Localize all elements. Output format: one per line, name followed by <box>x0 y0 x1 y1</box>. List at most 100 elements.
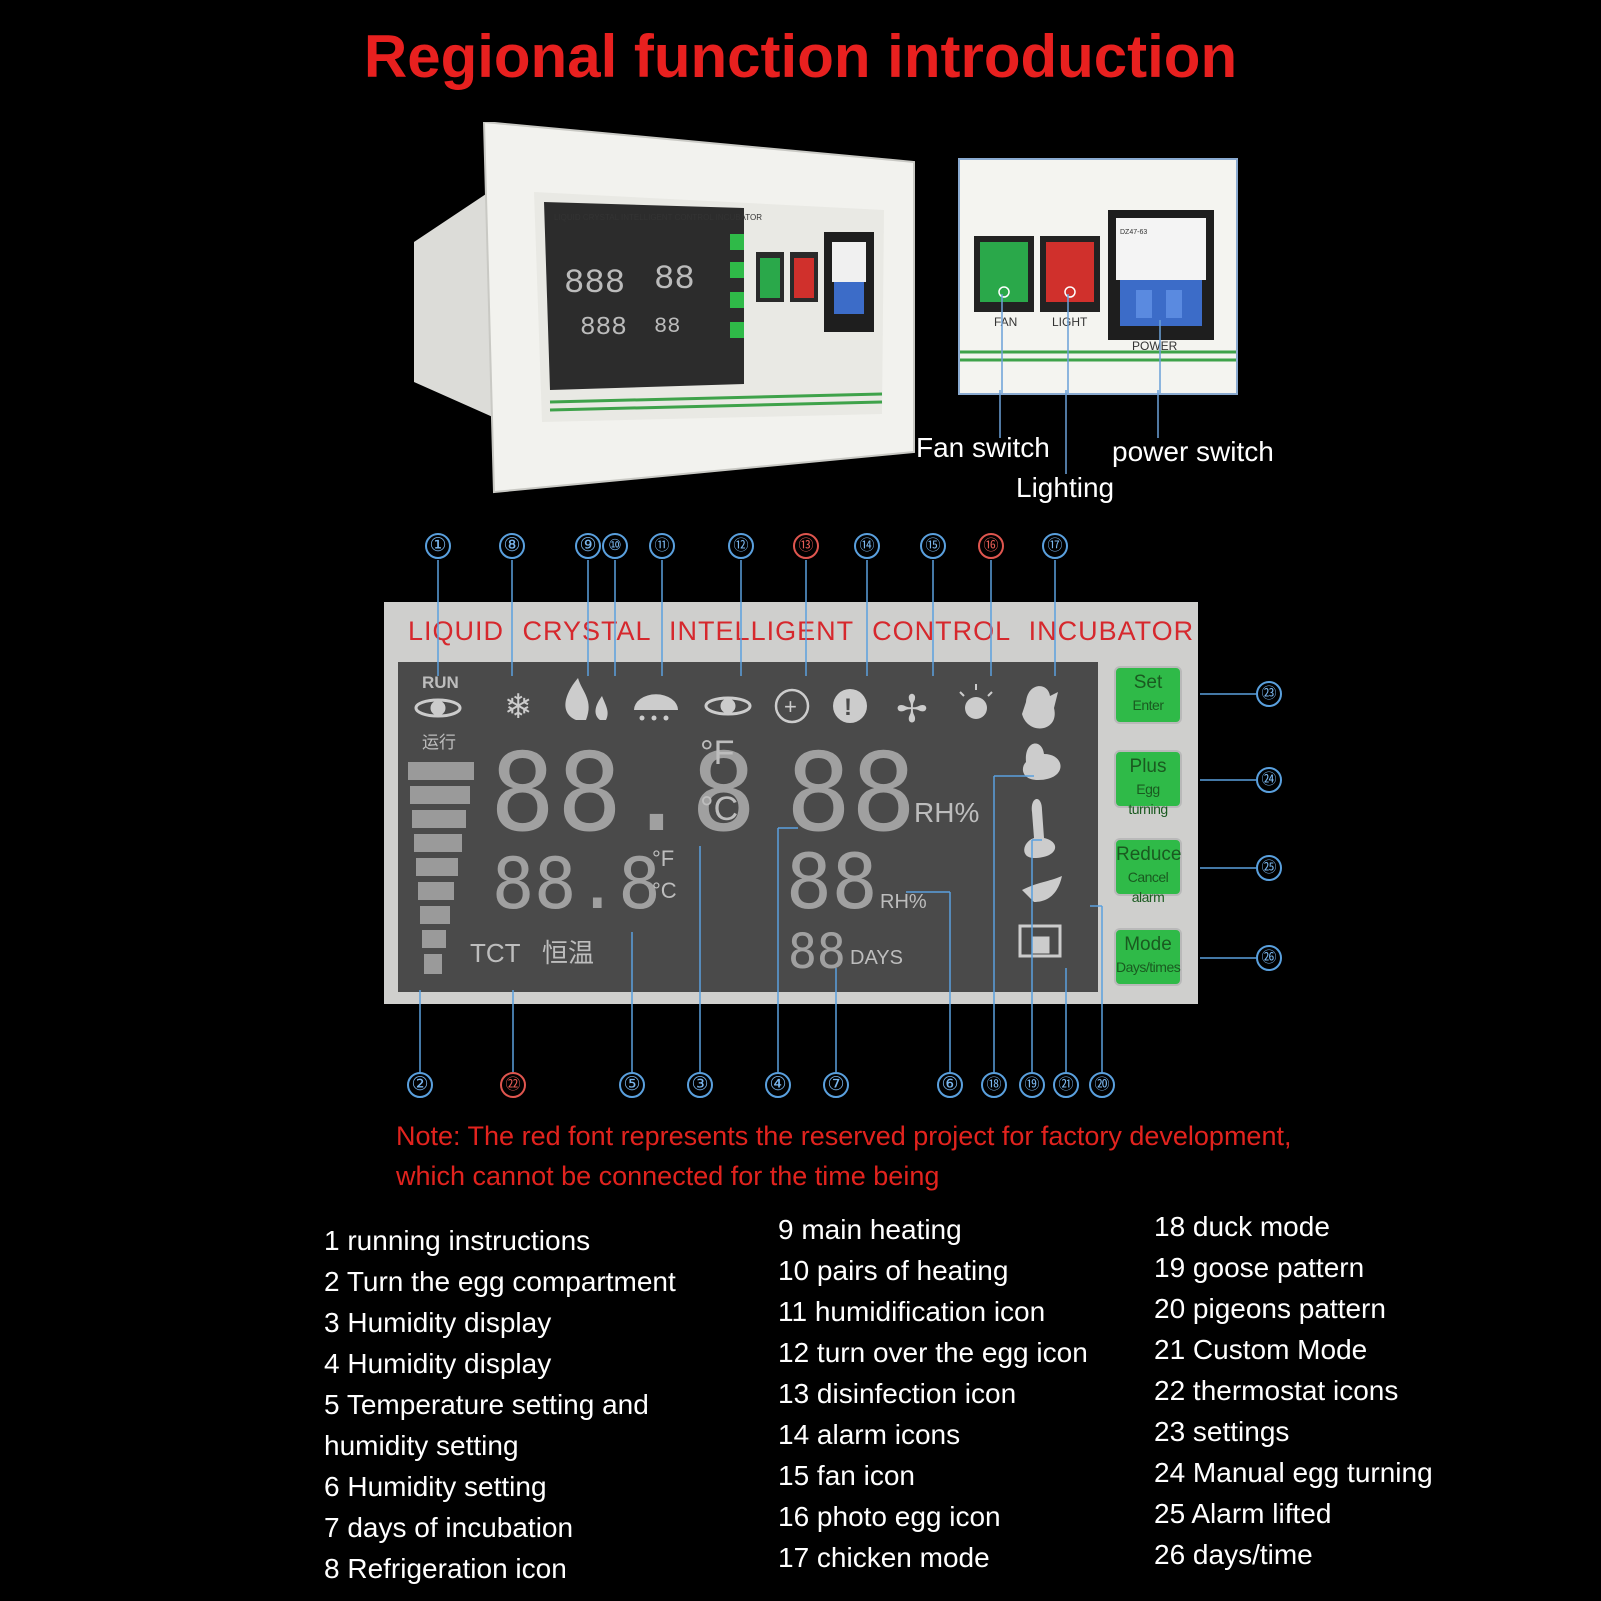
legend-item: 17 chicken mode <box>778 1542 990 1573</box>
page-title: Regional function introduction <box>363 23 1238 90</box>
marker-1: ① <box>425 533 451 559</box>
humidity-main-rh: RH% <box>914 797 979 828</box>
marker-18: ⑱ <box>981 1072 1007 1098</box>
legend-column-1: 1 running instructions 2 Turn the egg co… <box>324 1220 676 1589</box>
legend-item: 1 running instructions <box>324 1225 591 1256</box>
legend-item: 20 pigeons pattern <box>1154 1293 1386 1324</box>
svg-text:!: ! <box>844 694 852 721</box>
lighting-label: Lighting <box>1016 472 1115 503</box>
marker-24: ㉔ <box>1256 767 1282 793</box>
fan-text: FAN <box>994 315 1017 329</box>
marker-15: ⑮ <box>920 533 946 559</box>
switch-closeup-art: FAN LIGHT DZ47-63 POWER <box>960 210 1236 393</box>
svg-text:88: 88 <box>654 261 695 299</box>
marker-8: ⑧ <box>499 533 525 559</box>
legend-item: 16 photo egg icon <box>778 1501 1001 1532</box>
svg-text:888: 888 <box>580 312 627 342</box>
legend-item: 6 Humidity setting <box>324 1471 547 1502</box>
legend-item: humidity setting <box>324 1430 519 1461</box>
temp-sub-unit-f: °F <box>652 846 674 871</box>
marker-14: ⑭ <box>854 533 880 559</box>
humidity-sub-rh: RH% <box>880 891 927 913</box>
temp-main-display: 88.8 <box>490 731 758 856</box>
duck-icon <box>1022 743 1061 780</box>
legend-item: 12 turn over the egg icon <box>778 1337 1088 1368</box>
note-line-1: Note: The red font represents the reserv… <box>396 1121 1292 1151</box>
marker-6: ⑥ <box>937 1072 963 1098</box>
legend-item: 21 Custom Mode <box>1154 1334 1368 1365</box>
fan-switch-label: Fan switch <box>916 432 1050 463</box>
breaker-text: DZ47-63 <box>1120 229 1147 236</box>
marker-10: ⑩ <box>602 533 628 559</box>
chicken-icon <box>1022 686 1058 729</box>
egg-turning-icon <box>704 696 752 716</box>
fan-icon: ✢ <box>896 689 928 731</box>
marker-4: ④ <box>765 1072 791 1098</box>
light-text: LIGHT <box>1052 315 1088 329</box>
marker-2: ② <box>407 1072 433 1098</box>
legend-item: 5 Temperature setting and <box>324 1389 649 1420</box>
legend-item: 10 pairs of heating <box>778 1255 1009 1286</box>
legend-item: 23 settings <box>1154 1416 1290 1447</box>
run-rotate-icon <box>414 698 462 718</box>
switch-closeup: FAN LIGHT DZ47-63 POWER <box>958 158 1238 395</box>
legend-item: 13 disinfection icon <box>778 1378 1017 1409</box>
pair-heating-icon <box>595 696 608 720</box>
humidity-main-display: 88 <box>786 731 916 856</box>
legend-item: 11 humidification icon <box>778 1296 1046 1327</box>
marker-19: ⑲ <box>1019 1072 1045 1098</box>
marker-9: ⑨ <box>575 533 601 559</box>
note: Note: The red font represents the reserv… <box>396 1116 1396 1196</box>
marker-3: ③ <box>687 1072 713 1098</box>
note-line-2: which cannot be connected for the time b… <box>396 1161 940 1191</box>
legend-item: 15 fan icon <box>778 1460 915 1491</box>
legend-item: 19 goose pattern <box>1154 1252 1365 1283</box>
legend-item: 24 Manual egg turning <box>1154 1457 1433 1488</box>
alarm-icon: ! <box>833 689 867 723</box>
humidity-sub-display: 88 <box>786 837 878 926</box>
temp-sub-unit-c: °C <box>652 878 677 903</box>
temp-sub-display: 88.8 <box>492 843 661 925</box>
power-switch-label: power switch <box>1112 436 1274 467</box>
snowflake-icon: ❄ <box>504 688 533 726</box>
callout-lines <box>999 390 1159 474</box>
marker-25: ㉕ <box>1256 855 1282 881</box>
marker-21: ㉑ <box>1053 1072 1079 1098</box>
marker-17: ⑰ <box>1042 533 1068 559</box>
marker-20: ⑳ <box>1089 1072 1115 1098</box>
run-label: RUN <box>422 673 459 692</box>
main-heating-icon <box>565 678 589 720</box>
legend-item: 7 days of incubation <box>324 1512 574 1543</box>
run-cn-label: 运行 <box>422 733 456 752</box>
marker-22: ㉒ <box>500 1072 526 1098</box>
marker-13: ⑬ <box>793 533 819 559</box>
legend-item: 14 alarm icons <box>778 1419 961 1450</box>
svg-text:888: 888 <box>564 265 625 303</box>
legend-item: 18 duck mode <box>1154 1211 1330 1242</box>
days-label: DAYS <box>850 947 903 969</box>
legend-item: 22 thermostat icons <box>1154 1375 1399 1406</box>
legend-item: 25 Alarm lifted <box>1154 1498 1332 1529</box>
photo-egg-icon <box>959 684 993 719</box>
lcd-screen: RUN ❄ + ! ✢ 运行 88.8 °F °C 88.8 °F °C 88 <box>398 662 1098 992</box>
marker-7: ⑦ <box>823 1072 849 1098</box>
legend-item: 2 Turn the egg compartment <box>324 1266 676 1297</box>
disinfection-icon: + <box>774 688 810 724</box>
temp-unit-c: °C <box>700 790 738 828</box>
legend-column-2: 9 main heating 10 pairs of heating 11 hu… <box>778 1209 1088 1578</box>
incubator-controller-photo: LIQUID CRYSTAL INTELLIGENT CONTROL INCUB… <box>414 122 915 494</box>
legend-item: 8 Refrigeration icon <box>324 1553 567 1584</box>
marker-16: ⑯ <box>978 533 1004 559</box>
legend-item: 9 main heating <box>778 1214 962 1245</box>
svg-text:+: + <box>784 694 797 719</box>
temp-unit-f: °F <box>700 734 734 772</box>
legend-item: 4 Humidity display <box>324 1348 552 1379</box>
device-panel-title: LIQUID CRYSTAL INTELLIGENT CONTROL INCUB… <box>554 213 762 222</box>
marker-11: ⑪ <box>649 533 675 559</box>
power-text: POWER <box>1132 339 1178 353</box>
svg-text:88: 88 <box>654 314 680 339</box>
